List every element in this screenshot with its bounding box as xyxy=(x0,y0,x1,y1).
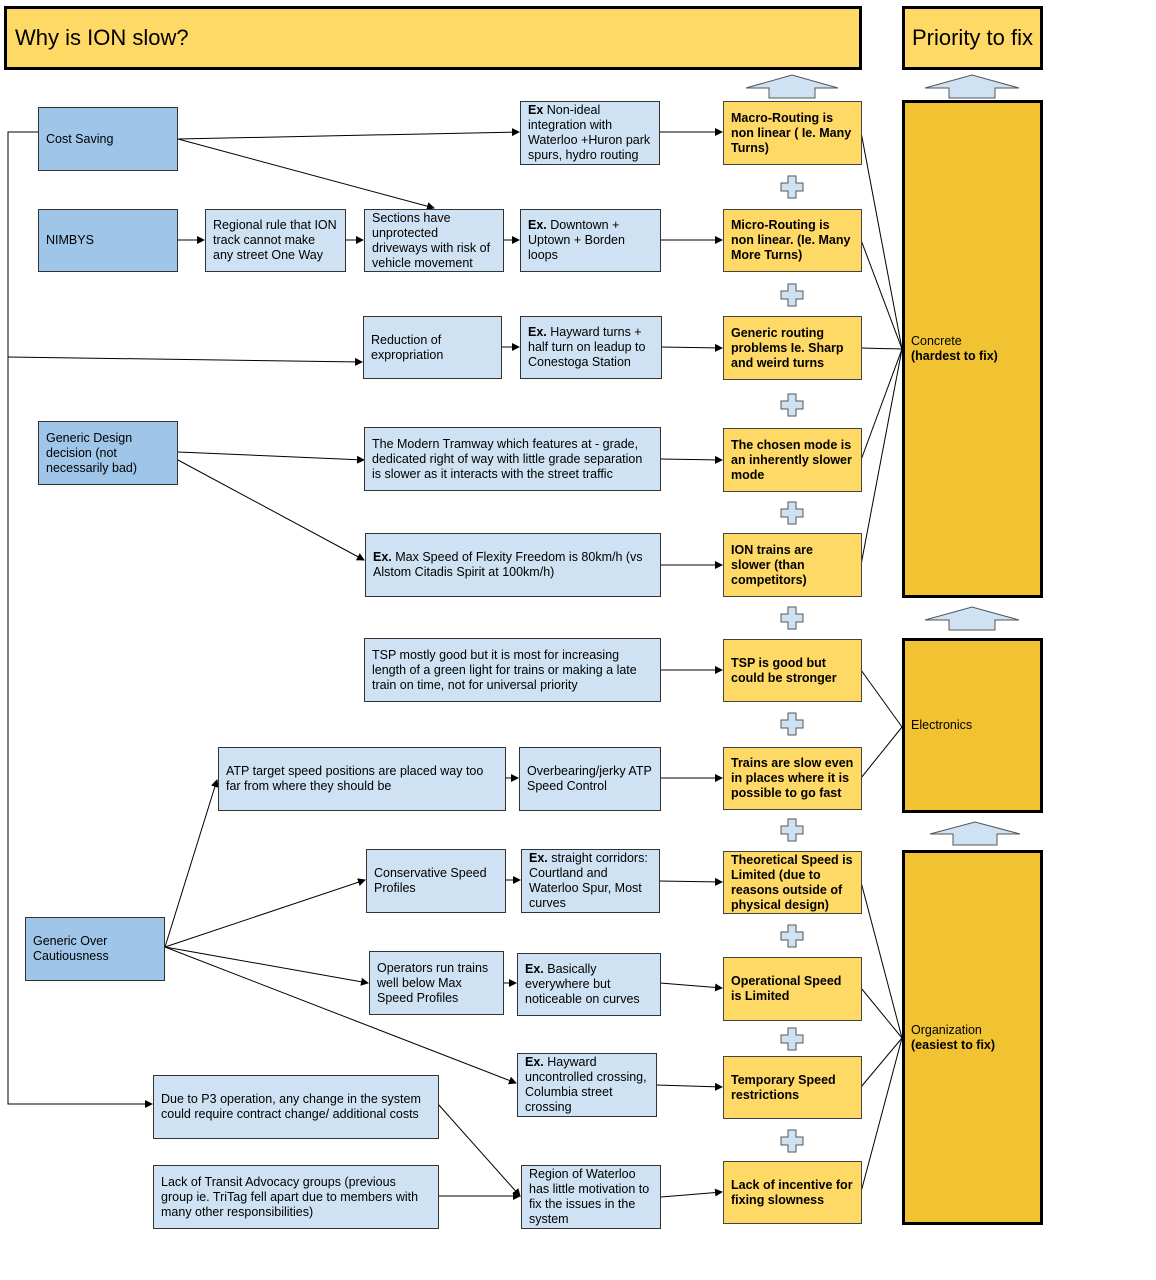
plus-icon xyxy=(780,712,804,736)
node-p3-operation: Due to P3 operation, any change in the s… xyxy=(153,1075,439,1139)
node-overbearing-atp: Overbearing/jerky ATP Speed Control xyxy=(519,747,661,811)
problem-8: Theoretical Speed is Limited (due to rea… xyxy=(723,851,862,914)
connector-problem-2-to-concrete xyxy=(860,239,903,350)
connector-caution-to-atp xyxy=(164,779,219,948)
plus-icon xyxy=(780,606,804,630)
connector-to-problem-8 xyxy=(658,877,723,886)
node-operators-run: Operators run trains well below Max Spee… xyxy=(369,951,504,1015)
page-title: Why is ION slow? xyxy=(4,6,862,70)
cause-nimbys: NIMBYS xyxy=(38,209,178,272)
node-reduction-expropriation: Reduction of expropriation xyxy=(363,316,502,379)
connector-bus-to-expropriation xyxy=(7,356,363,366)
up-arrow-icon xyxy=(924,606,1020,631)
cause-generic-design: Generic Design decision (not necessarily… xyxy=(38,421,178,485)
connector-to-problem-3 xyxy=(660,343,723,352)
up-arrow-icon xyxy=(924,74,1020,99)
connector-caution-to-operators xyxy=(164,946,369,986)
connector-problem-6-to-electronics xyxy=(860,669,903,728)
connector-to-problem-9 xyxy=(659,982,723,992)
connector-to-problem-4 xyxy=(659,455,723,464)
connector-cost-to-nonideal xyxy=(177,128,520,140)
plus-icon xyxy=(780,283,804,307)
page-title-text: Why is ION slow? xyxy=(15,25,189,50)
example-hayward-turns: Ex. Hayward turns + half turn on leadup … xyxy=(520,316,662,379)
up-arrow-icon xyxy=(929,821,1021,846)
problem-6: TSP is good but could be stronger xyxy=(723,639,862,702)
connector-to-problem-11 xyxy=(660,1188,723,1198)
problem-5: ION trains are slower (than competitors) xyxy=(723,533,862,597)
connector-cost-saving-bus xyxy=(7,131,153,1108)
priority-title-text: Priority to fix xyxy=(911,25,1034,50)
priority-title: Priority to fix xyxy=(902,6,1043,70)
connector-design-to-maxspeed xyxy=(177,459,365,561)
node-advocacy-groups: Lack of Transit Advocacy groups (previou… xyxy=(153,1165,439,1229)
connector-problem-9-to-organization xyxy=(860,987,903,1039)
connector-problem-8-to-organization xyxy=(860,881,903,1039)
problem-1: Macro-Routing is non linear ( Ie. Many T… xyxy=(723,101,862,165)
priority-electronics: Electronics xyxy=(902,638,1043,813)
node-tsp-mostly-good: TSP mostly good but it is most for incre… xyxy=(364,638,661,702)
problem-2: Micro-Routing is non linear. (Ie. Many M… xyxy=(723,209,862,272)
node-sections-unprotected: Sections have unprotected driveways with… xyxy=(364,209,504,272)
node-atp-target: ATP target speed positions are placed wa… xyxy=(218,747,506,811)
problem-7: Trains are slow even in places where it … xyxy=(723,747,862,810)
problem-10: Temporary Speed restrictions xyxy=(723,1056,862,1119)
problem-11: Lack of incentive for fixing slowness xyxy=(723,1161,862,1224)
example-basically-everywhere: Ex. Basically everywhere but noticeable … xyxy=(517,953,661,1016)
example-downtown: Ex. Downtown + Uptown + Borden loops xyxy=(520,209,661,272)
plus-icon xyxy=(780,175,804,199)
plus-icon xyxy=(780,501,804,525)
connector-design-to-tramway xyxy=(177,451,365,464)
example-non-ideal: Ex Non-ideal integration with Waterloo +… xyxy=(520,101,660,165)
priority-concrete: Concrete (hardest to fix) xyxy=(902,100,1043,598)
plus-icon xyxy=(780,924,804,948)
priority-organization: Organization (easiest to fix) xyxy=(902,850,1043,1225)
plus-icon xyxy=(780,1027,804,1051)
node-region-motivation: Region of Waterloo has little motivation… xyxy=(521,1165,661,1229)
connector-problem-3-to-concrete xyxy=(860,347,903,350)
connector-problem-7-to-electronics xyxy=(860,726,903,779)
connector-problem-4-to-concrete xyxy=(860,348,903,461)
problem-4: The chosen mode is an inherently slower … xyxy=(723,428,862,492)
node-conservative-profiles: Conservative Speed Profiles xyxy=(366,849,506,913)
cause-cost-saving: Cost Saving xyxy=(38,107,178,171)
connector-problem-5-to-concrete xyxy=(860,348,903,566)
example-max-speed: Ex. Max Speed of Flexity Freedom is 80km… xyxy=(365,533,661,597)
problem-3: Generic routing problems Ie. Sharp and w… xyxy=(723,316,862,380)
connector-problem-11-to-organization xyxy=(860,1037,903,1193)
connector-cost-to-sections xyxy=(177,138,435,211)
connector-caution-to-conservative xyxy=(164,878,366,948)
connector-problem-1-to-concrete xyxy=(860,131,903,350)
plus-icon xyxy=(780,818,804,842)
connector-caution-to-hayward-crossing xyxy=(164,946,517,1085)
connector-to-problem-10 xyxy=(655,1082,723,1091)
node-modern-tramway: The Modern Tramway which features at - g… xyxy=(364,427,661,491)
connector-problem-10-to-organization xyxy=(860,1037,903,1088)
plus-icon xyxy=(780,1129,804,1153)
problem-9: Operational Speed is Limited xyxy=(723,957,862,1021)
node-regional-rule: Regional rule that ION track cannot make… xyxy=(205,209,346,272)
cause-generic-over-cautiousness: Generic Over Cautiousness xyxy=(25,917,165,981)
connector-p3-to-region xyxy=(437,1103,521,1197)
example-straight-corridors: Ex. straight corridors: Courtland and Wa… xyxy=(521,849,660,913)
example-hayward-crossing: Ex. Hayward uncontrolled crossing, Colum… xyxy=(517,1053,657,1117)
up-arrow-icon xyxy=(745,74,839,99)
plus-icon xyxy=(780,393,804,417)
